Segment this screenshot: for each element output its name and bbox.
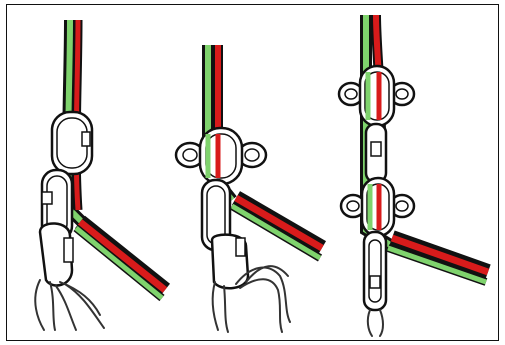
figure-eight-middle bbox=[176, 128, 266, 184]
figure-eight-lower-right bbox=[341, 178, 414, 236]
sling-left bbox=[35, 280, 104, 330]
panel-middle bbox=[176, 45, 322, 332]
connector-right bbox=[366, 124, 386, 182]
figure-eight-upper-right bbox=[339, 66, 414, 126]
sling-right bbox=[368, 310, 383, 336]
panel-left bbox=[35, 20, 165, 330]
panel-right bbox=[339, 15, 488, 336]
carabiner-bottom-right bbox=[364, 232, 386, 310]
carabiner-lower-left bbox=[40, 223, 73, 285]
carabiner-top-left bbox=[52, 112, 92, 174]
